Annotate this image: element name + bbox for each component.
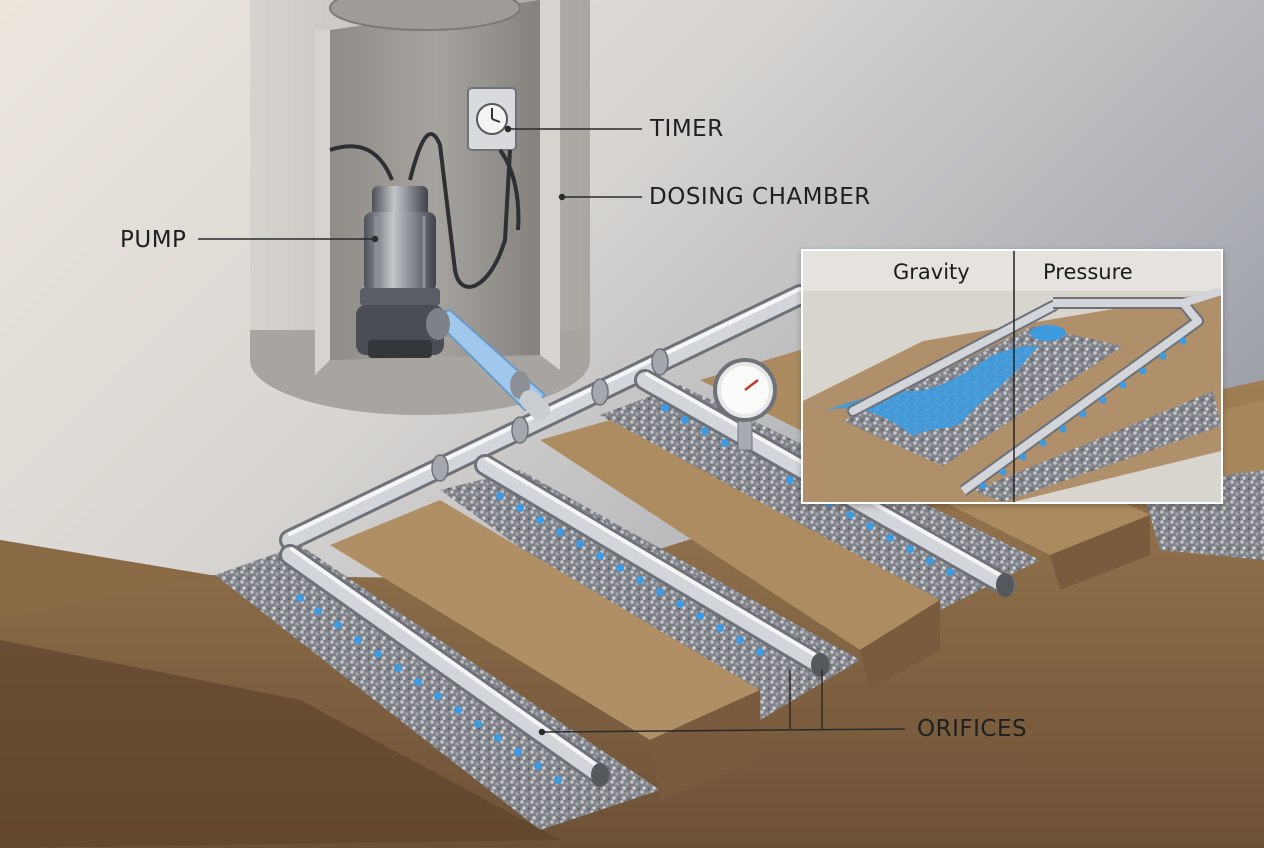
inset-pressure-heading: Pressure xyxy=(1043,253,1133,291)
gravity-vs-pressure-inset: Gravity Pressure xyxy=(801,249,1223,504)
inset-gravity-heading: Gravity xyxy=(893,253,970,291)
pump-label: PUMP xyxy=(120,227,186,253)
orifices-label: ORIFICES xyxy=(917,716,1027,742)
inset-illustration xyxy=(803,251,1221,502)
timer-label: TIMER xyxy=(650,116,724,142)
dosing-chamber-label: DOSING CHAMBER xyxy=(649,184,871,210)
timer-box xyxy=(468,88,516,150)
